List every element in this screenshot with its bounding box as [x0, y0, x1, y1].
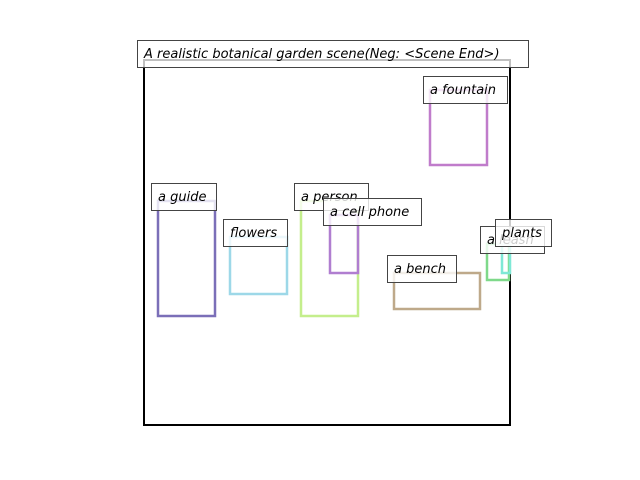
title-text: A realistic botanical garden scene(Neg: … — [143, 47, 500, 62]
plants-label: plants — [495, 219, 552, 247]
plants-label-text: plants — [501, 226, 542, 241]
cell-phone-label-box — [323, 198, 422, 226]
title-label-box — [137, 40, 529, 68]
fountain-label-box — [423, 76, 508, 104]
plants-label-box — [495, 219, 552, 247]
guide-label-box — [151, 183, 217, 211]
guide-label-text: a guide — [158, 190, 206, 205]
bench-label-text: a bench — [394, 262, 446, 277]
cell-phone-label: a cell phone — [323, 198, 422, 226]
flowers-label-box — [223, 219, 288, 247]
guide-label: a guide — [151, 183, 217, 211]
flowers-label: flowers — [223, 219, 288, 247]
scene-frame — [143, 59, 511, 426]
guide-box — [156, 199, 217, 318]
fountain-label: a fountain — [423, 76, 508, 104]
title-label: A realistic botanical garden scene(Neg: … — [137, 40, 529, 68]
cell-phone-label-text: a cell phone — [330, 205, 409, 220]
bench-label-box — [387, 255, 457, 283]
fountain-label-text: a fountain — [430, 83, 496, 98]
flowers-label-text: flowers — [230, 226, 277, 241]
bench-label: a bench — [387, 255, 457, 283]
